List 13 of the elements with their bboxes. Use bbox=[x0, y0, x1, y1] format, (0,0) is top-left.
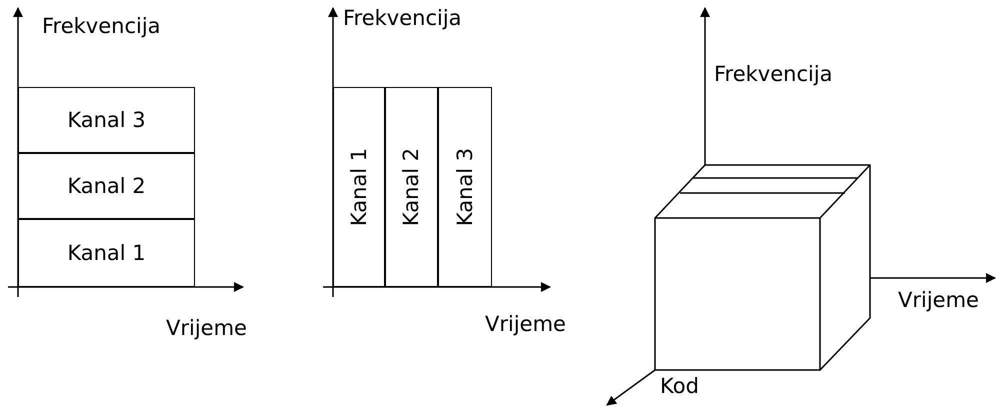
axis-label: Vrijeme bbox=[898, 288, 979, 312]
axis-label: Kod bbox=[660, 374, 699, 398]
channel-band: Kanal 1 bbox=[18, 219, 195, 287]
channel-column: Kanal 2 bbox=[385, 87, 438, 287]
axis-label: Frekvencija bbox=[714, 62, 833, 86]
channel-column: Kanal 1 bbox=[333, 87, 385, 287]
channel-band: Kanal 3 bbox=[18, 87, 195, 153]
axis-label: Frekvencija bbox=[42, 14, 161, 38]
axis-label: Vrijeme bbox=[166, 316, 247, 340]
channel-band: Kanal 2 bbox=[18, 153, 195, 219]
axis-label: Frekvencija bbox=[343, 6, 462, 30]
axis-label: Vrijeme bbox=[485, 312, 566, 336]
channel-column: Kanal 3 bbox=[438, 87, 492, 287]
